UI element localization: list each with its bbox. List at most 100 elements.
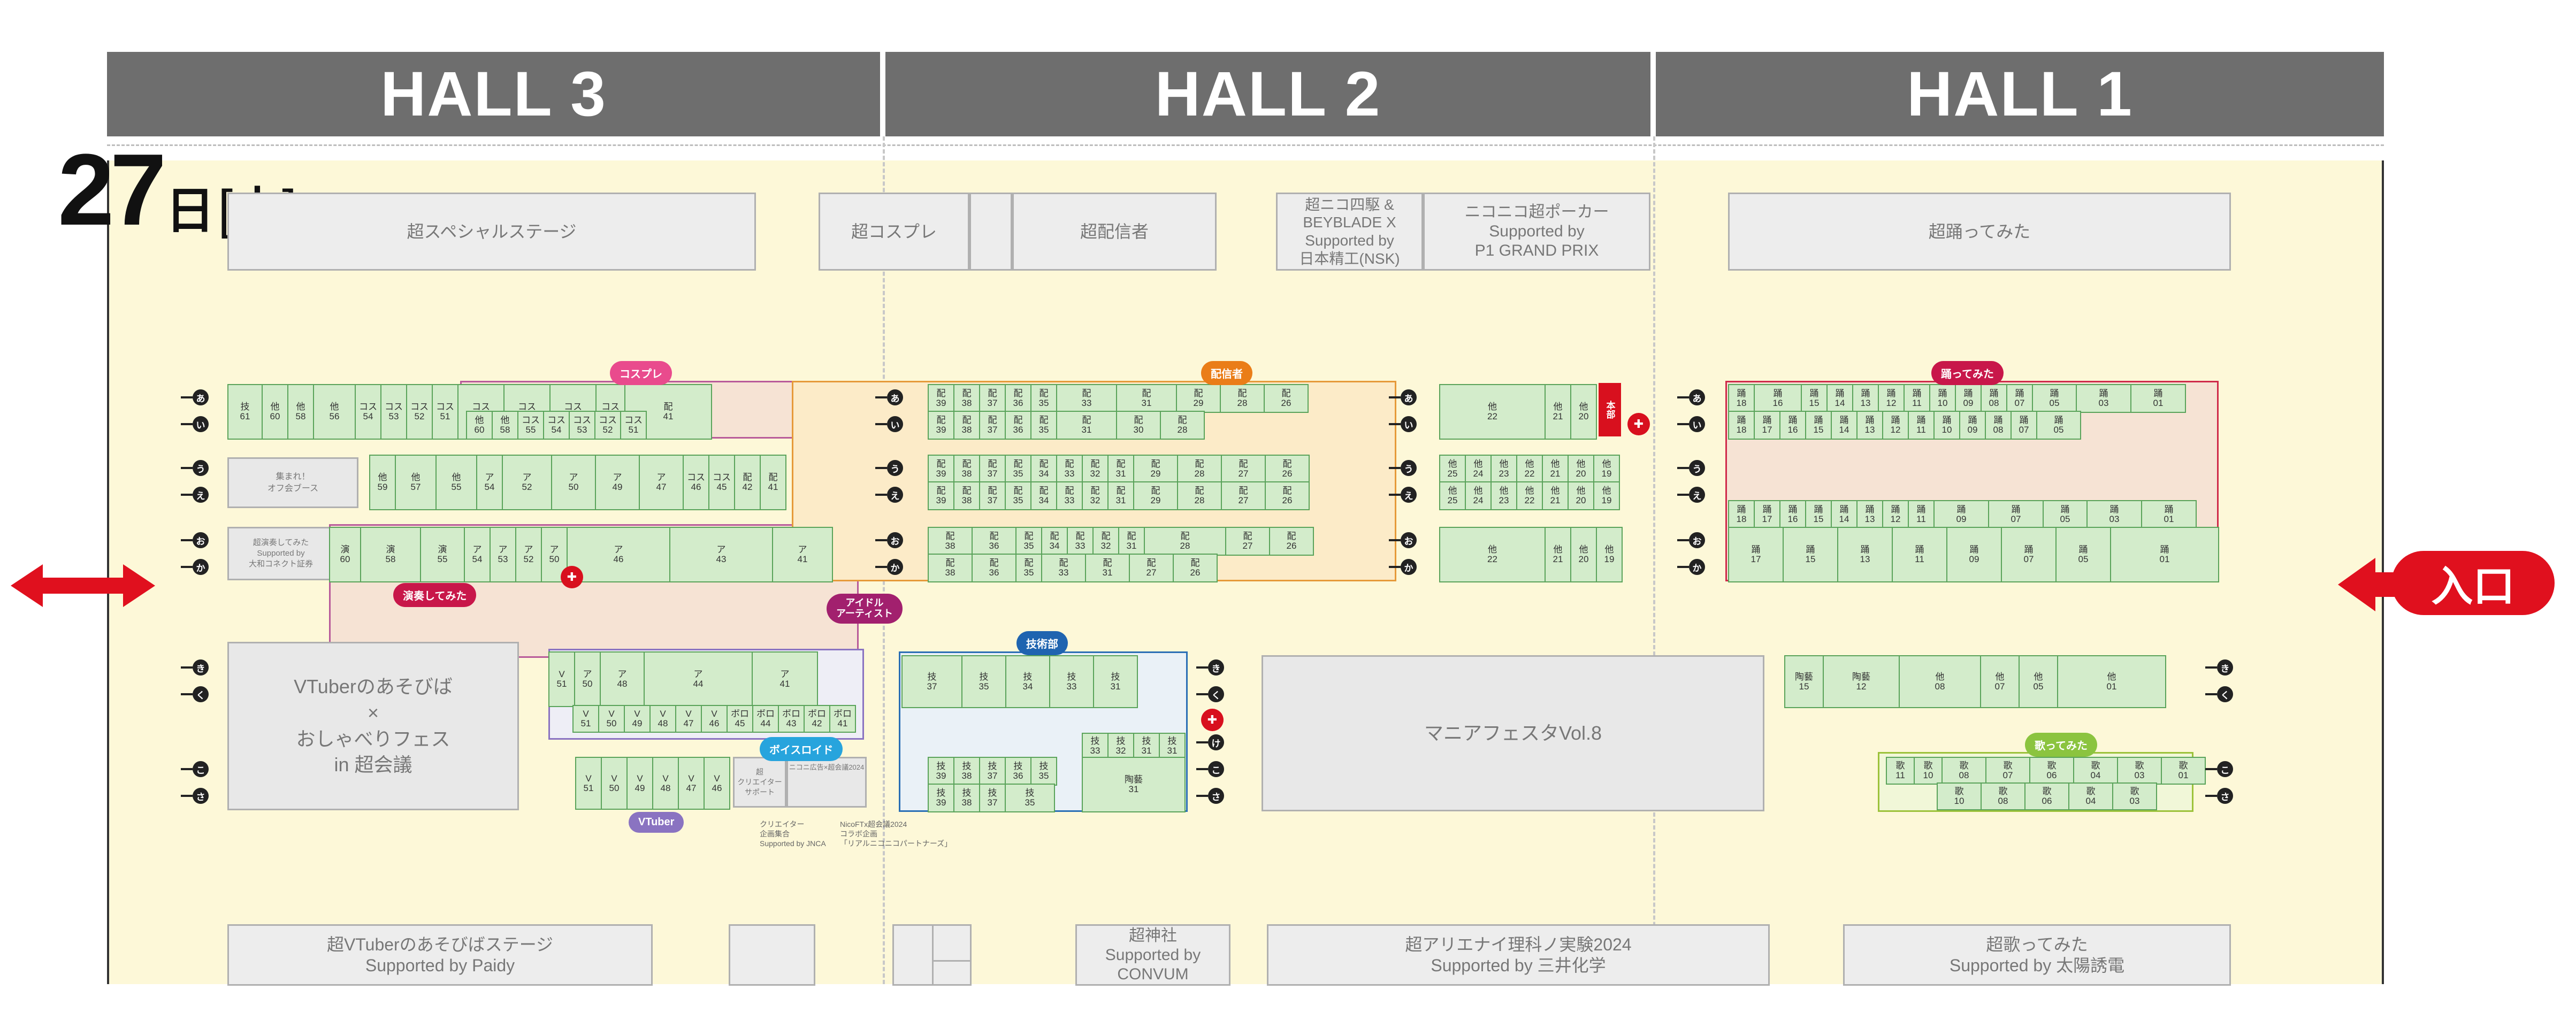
entrance-badge[interactable]: 入口 xyxy=(2391,551,2555,615)
beyblade-stage[interactable]: 超ニコ四駆 & BEYBLADE X Supported by 日本精工(NSK… xyxy=(1276,193,1423,271)
atsumare-area[interactable]: 集まれ！ オフ会ブース xyxy=(227,457,358,508)
vtuber-fes-area[interactable]: VTuberのあそびば × おしゃべりフェス in 超会議 xyxy=(227,642,519,810)
